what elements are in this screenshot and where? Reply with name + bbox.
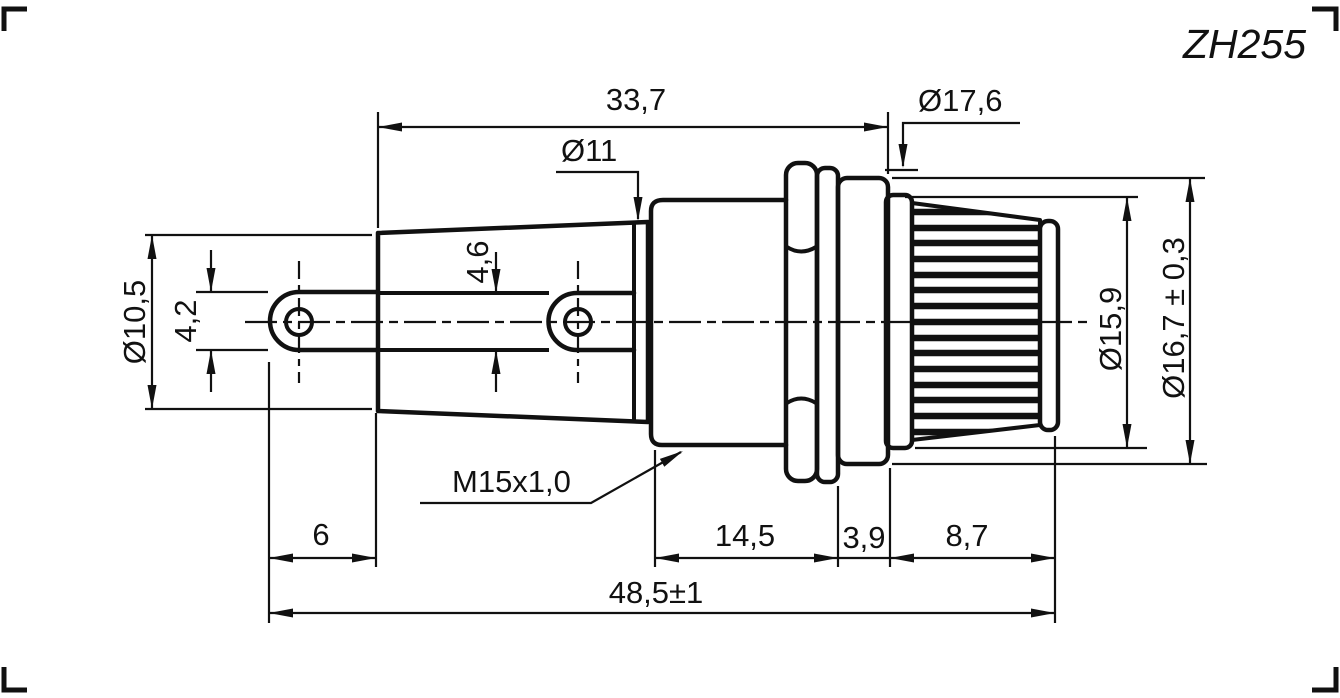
dimension-48-5: 48,5±1 xyxy=(269,575,1055,618)
dimension-dia-15-9: Ø15,9 xyxy=(905,195,1147,450)
part-side-view xyxy=(245,160,1090,485)
dim-label-4-6: 4,6 xyxy=(460,240,495,283)
washer xyxy=(814,165,841,485)
dimension-dia-16-7: Ø16,7 ± 0,3 xyxy=(892,176,1207,466)
hex-nut-facet-arcs xyxy=(785,245,818,405)
dimension-4-6: 4,6 xyxy=(460,240,512,392)
dim-label-4-2: 4,2 xyxy=(168,299,203,342)
dim-label-dia-17-6: Ø17,6 xyxy=(918,83,1002,118)
dimension-thread: M15x1,0 xyxy=(420,451,683,505)
dim-label-dia-16-7: Ø16,7 ± 0,3 xyxy=(1156,237,1191,399)
threaded-bushing xyxy=(648,197,789,448)
dim-label-thread: M15x1,0 xyxy=(452,464,571,499)
dim-label-3-9: 3,9 xyxy=(842,520,885,555)
cap-end-face xyxy=(1037,218,1061,433)
dim-label-14-5: 14,5 xyxy=(715,518,775,553)
solder-lug-inner xyxy=(546,290,637,353)
bottom-extension-lines xyxy=(267,362,1057,623)
dim-label-33-7: 33,7 xyxy=(606,82,666,117)
dimension-6: 6 xyxy=(269,517,376,563)
corner-mark-bottom-left xyxy=(1,667,27,693)
dimension-4-2: 4,2 xyxy=(168,250,268,392)
dim-label-dia-10-5: Ø10,5 xyxy=(117,280,152,364)
dim-label-8-7: 8,7 xyxy=(945,518,988,553)
dimension-33-7: 33,7 xyxy=(376,82,890,228)
dimension-chain: 14,5 3,9 8,7 xyxy=(655,518,1055,563)
dim-label-dia-15-9: Ø15,9 xyxy=(1093,287,1128,371)
dimension-dia-11: Ø11 xyxy=(556,133,643,221)
dimension-dia-17-6: Ø17,6 xyxy=(885,83,1020,172)
terminal-strip-edges xyxy=(378,291,549,352)
drawing-title: ZH255 xyxy=(1182,21,1306,67)
corner-marks xyxy=(1,6,1339,693)
dimension-dia-10-5: Ø10,5 xyxy=(117,233,372,411)
corner-mark-bottom-right xyxy=(1312,667,1339,693)
dim-label-6: 6 xyxy=(312,517,329,552)
dim-label-dia-11: Ø11 xyxy=(561,133,617,168)
dim-label-48-5: 48,5±1 xyxy=(609,575,704,610)
solder-lug-left xyxy=(267,289,381,353)
corner-mark-top-left xyxy=(1,6,27,31)
corner-mark-top-right xyxy=(1312,6,1339,31)
knurl-ridges xyxy=(913,208,1039,436)
dimension-annotations: 33,7 Ø11 Ø17,6 Ø10,5 4,2 xyxy=(117,82,1207,623)
